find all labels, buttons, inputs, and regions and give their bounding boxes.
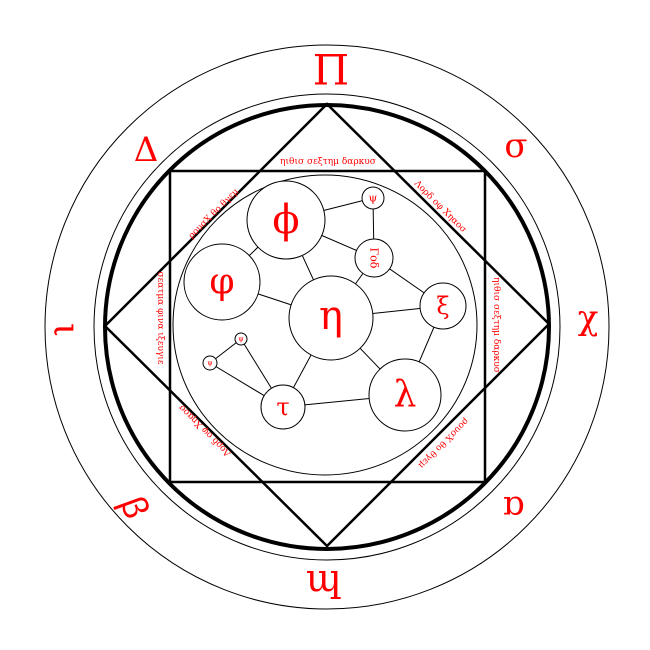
node-eta: η bbox=[288, 275, 374, 361]
inscription-right: ηιθισ σεξτημ δαρκυσ bbox=[491, 277, 501, 373]
node-psi-top: ψ bbox=[361, 186, 385, 210]
glyph-top: Π bbox=[313, 46, 350, 95]
glyph-bottom: ɰ bbox=[306, 556, 342, 600]
inner-square bbox=[168, 169, 487, 484]
glyph-bottom-left: ꞵ bbox=[112, 491, 157, 525]
node-god: Γοδ bbox=[354, 238, 394, 278]
node-god-label: Γοδ bbox=[368, 248, 381, 269]
node-psi-small-b-label: ψ bbox=[207, 359, 213, 367]
node-psi-small-a: ψ bbox=[234, 332, 248, 346]
node-tau: τ bbox=[260, 384, 306, 430]
glyph-top-left: Δ bbox=[134, 130, 159, 170]
inscription-top-left: ρουσΧ θο θγεμ bbox=[187, 187, 241, 241]
glyph-top-right: σ bbox=[504, 126, 527, 166]
node-tau-label: τ bbox=[276, 393, 289, 421]
second-ring bbox=[93, 93, 561, 561]
glyph-bottom-right: ɑ bbox=[503, 488, 525, 528]
node-varphi-label: φ bbox=[209, 262, 234, 303]
glyph-right: χ bbox=[578, 298, 599, 338]
outer-ring bbox=[44, 44, 610, 610]
node-lambda-label: λ bbox=[394, 375, 417, 416]
node-varphi: φ bbox=[183, 243, 261, 321]
node-psi-top-label: ψ bbox=[369, 192, 378, 205]
inscription-top: ηιθισ σεξτημ δαρκυσ bbox=[280, 157, 376, 167]
inscription-bottom-left: Λορδ οφ Χηαοσ bbox=[177, 402, 234, 459]
inscription-left: σεατμα φινα ιξευγιε bbox=[155, 271, 165, 364]
node-phi-label: ϕ bbox=[272, 197, 299, 243]
node-lambda: λ bbox=[368, 358, 442, 432]
diamond-square bbox=[103, 102, 551, 548]
inner-ellipse bbox=[172, 174, 478, 476]
node-psi-small-b: ψ bbox=[202, 355, 218, 371]
node-psi-small-a-label: ψ bbox=[238, 335, 244, 343]
node-eta-label: η bbox=[319, 293, 343, 339]
glyph-left: ι bbox=[46, 323, 87, 337]
node-xi-label: ξ bbox=[436, 292, 449, 320]
node-xi: ξ bbox=[419, 282, 467, 330]
node-phi: ϕ bbox=[246, 180, 326, 260]
